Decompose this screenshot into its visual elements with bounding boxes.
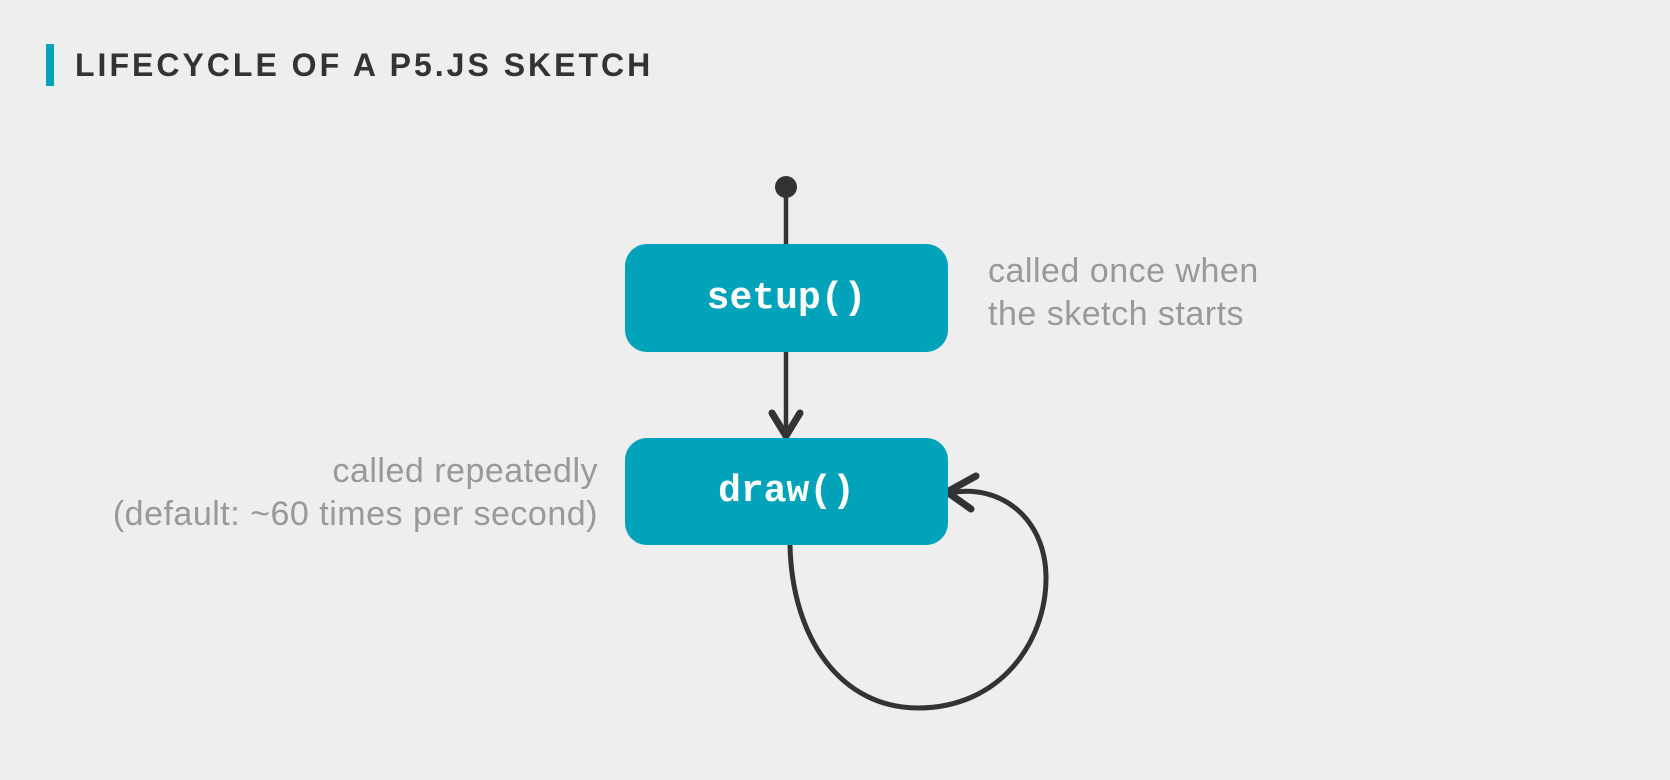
page-title: LIFECYCLE OF A P5.JS SKETCH xyxy=(75,47,654,83)
draw-label: draw() xyxy=(718,470,855,513)
title-accent-bar xyxy=(46,44,54,86)
draw-node: draw() xyxy=(625,438,948,545)
start-dot xyxy=(775,176,797,198)
draw-annotation-line-2: (default: ~60 times per second) xyxy=(112,495,598,533)
draw-annotation: called repeatedly (default: ~60 times pe… xyxy=(58,450,598,536)
setup-annotation-line-2: the sketch starts xyxy=(988,295,1245,333)
setup-annotation-line-1: called once when xyxy=(988,252,1259,290)
draw-annotation-line-1: called repeatedly xyxy=(332,452,598,490)
setup-annotation: called once when the sketch starts xyxy=(988,250,1259,336)
setup-node: setup() xyxy=(625,244,948,352)
setup-to-draw-arrowhead xyxy=(768,409,804,440)
draw-loop-arrow xyxy=(787,488,1049,711)
setup-label: setup() xyxy=(706,276,867,320)
title-block: LIFECYCLE OF A P5.JS SKETCH xyxy=(46,44,653,86)
